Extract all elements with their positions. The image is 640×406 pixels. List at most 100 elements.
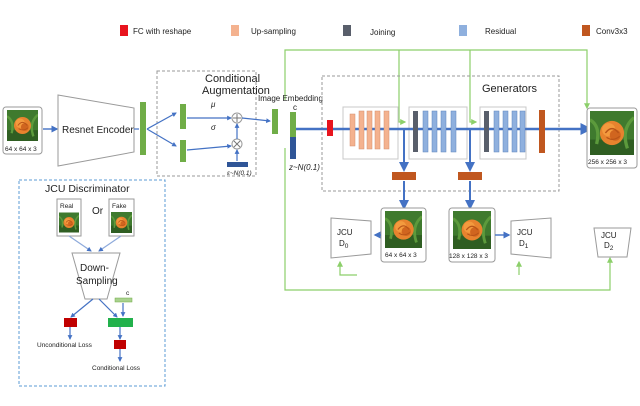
embedding-bar	[272, 109, 278, 134]
discriminator-d0: JCU D0	[330, 217, 372, 259]
arrow-sigma-to-product	[186, 143, 232, 151]
output-image-128: 128 x 128 x 3	[448, 207, 496, 263]
arrow-to-unconditional	[70, 298, 94, 318]
arrow-to-sigma	[146, 128, 177, 147]
or-label: Or	[92, 206, 104, 217]
real-label: Real	[60, 203, 74, 210]
output-image-256: 256 x 256 x 3	[586, 107, 638, 169]
residual-block	[422, 110, 429, 153]
joining-block	[484, 111, 489, 152]
sigma-bar	[180, 140, 186, 162]
conditional-title-line1: Conditional	[205, 73, 260, 85]
sigma-label: σ	[211, 123, 217, 132]
arrow-real-to-downsampling	[68, 235, 92, 252]
noise-bar	[290, 137, 296, 159]
legend-swatch-residual	[459, 25, 467, 36]
arrow-fake-to-downsampling	[98, 235, 122, 252]
residual-block	[511, 110, 518, 153]
encoder-feature-bar	[140, 102, 146, 155]
d1-label-line1: JCU	[517, 228, 533, 237]
legend-label-upsampling: Up-sampling	[251, 27, 296, 36]
legend-label-residual: Residual	[485, 27, 516, 36]
unconditional-output-block	[64, 318, 77, 327]
legend: FC with reshape Up-sampling Joining Resi…	[120, 25, 628, 37]
real-image: Real	[56, 198, 82, 237]
resnet-encoder: Resnet Encoder	[57, 94, 135, 167]
legend-label-conv: Conv3x3	[596, 27, 628, 36]
conv-block	[392, 172, 416, 180]
output-256-label: 256 x 256 x 3	[588, 159, 627, 166]
generators-title: Generators	[482, 83, 538, 95]
noise-label: z~N(0.1)	[288, 163, 320, 172]
upsampling-block	[349, 113, 356, 147]
fc-reshape-block	[327, 120, 333, 136]
rose-image-icon	[111, 212, 132, 233]
conditional-output-block	[114, 340, 126, 349]
jcu-panel-box	[18, 179, 166, 387]
conditional-augmentation: Conditional Augmentation μ σ ε~N(0.1)	[146, 70, 270, 177]
discriminator-d1: JCU D1	[510, 217, 552, 259]
mu-bar	[180, 104, 186, 129]
arrow-to-mu	[146, 112, 177, 130]
conditional-loss-label: Conditional Loss	[92, 365, 141, 372]
legend-swatch-upsampling	[231, 25, 239, 36]
fake-label: Fake	[112, 203, 127, 210]
upsampling-block	[366, 110, 373, 150]
downsampling-line2: Sampling	[76, 276, 118, 287]
jcu-c-label: c	[126, 290, 130, 297]
embedding-c-bar	[290, 112, 296, 137]
residual-block	[502, 110, 509, 153]
output-128-label: 128 x 128 x 3	[449, 253, 488, 260]
d2-label-line1: JCU	[601, 231, 617, 240]
arrow-to-conditional	[98, 298, 118, 318]
downsampling-block	[71, 252, 121, 300]
encoder-label: Resnet Encoder	[62, 125, 134, 136]
generators: Generators	[296, 75, 593, 210]
fake-image: Fake	[108, 198, 135, 237]
conditional-title-line2: Augmentation	[202, 85, 270, 97]
d0-label-line2: D0	[339, 239, 349, 250]
residual-block	[440, 110, 447, 153]
conv-block	[539, 110, 545, 153]
rose-image-icon	[7, 110, 38, 141]
rose-image-icon	[453, 211, 491, 249]
legend-label-joining: Joining	[370, 28, 395, 37]
joining-block	[413, 111, 418, 152]
arrow-sum-to-embedding	[241, 117, 271, 123]
embedding-c-label: c	[293, 103, 297, 112]
link-top-to-final	[284, 49, 590, 110]
legend-swatch-joining	[343, 25, 351, 36]
downsampling-line1: Down-	[80, 263, 109, 274]
conditional-feature-block	[108, 318, 133, 327]
legend-label-fc: FC with reshape	[133, 27, 192, 36]
discriminator-d2: JCU D2	[593, 227, 632, 258]
output-64-label: 64 x 64 x 3	[385, 252, 417, 259]
upsampling-block	[374, 110, 381, 150]
rose-image-icon	[59, 212, 79, 233]
link-to-generator-2	[398, 50, 407, 125]
d1-label-line2: D1	[519, 239, 529, 250]
unconditional-loss-label: Unconditional Loss	[37, 342, 93, 349]
link-to-d2	[284, 148, 613, 291]
generators-box	[321, 75, 560, 192]
conditioning-links	[284, 49, 613, 291]
input-image: 64 x 64 x 3	[2, 106, 43, 155]
input-size-label: 64 x 64 x 3	[5, 146, 37, 153]
d2-label-line2: D2	[604, 241, 614, 252]
residual-block	[519, 110, 526, 153]
generator-stage-2-box	[408, 106, 468, 160]
output-image-64: 64 x 64 x 3	[380, 207, 427, 263]
legend-swatch-fc	[120, 25, 128, 36]
product-node-icon	[231, 138, 243, 150]
jcu-title: JCU Discriminator	[45, 183, 130, 195]
legend-swatch-conv	[582, 25, 590, 36]
d0-label-line1: JCU	[337, 228, 353, 237]
rose-image-icon	[385, 211, 422, 248]
residual-block	[450, 110, 457, 153]
residual-block	[431, 110, 438, 153]
epsilon-bar	[227, 162, 248, 167]
upsampling-block	[383, 110, 390, 150]
mu-label: μ	[210, 100, 216, 109]
